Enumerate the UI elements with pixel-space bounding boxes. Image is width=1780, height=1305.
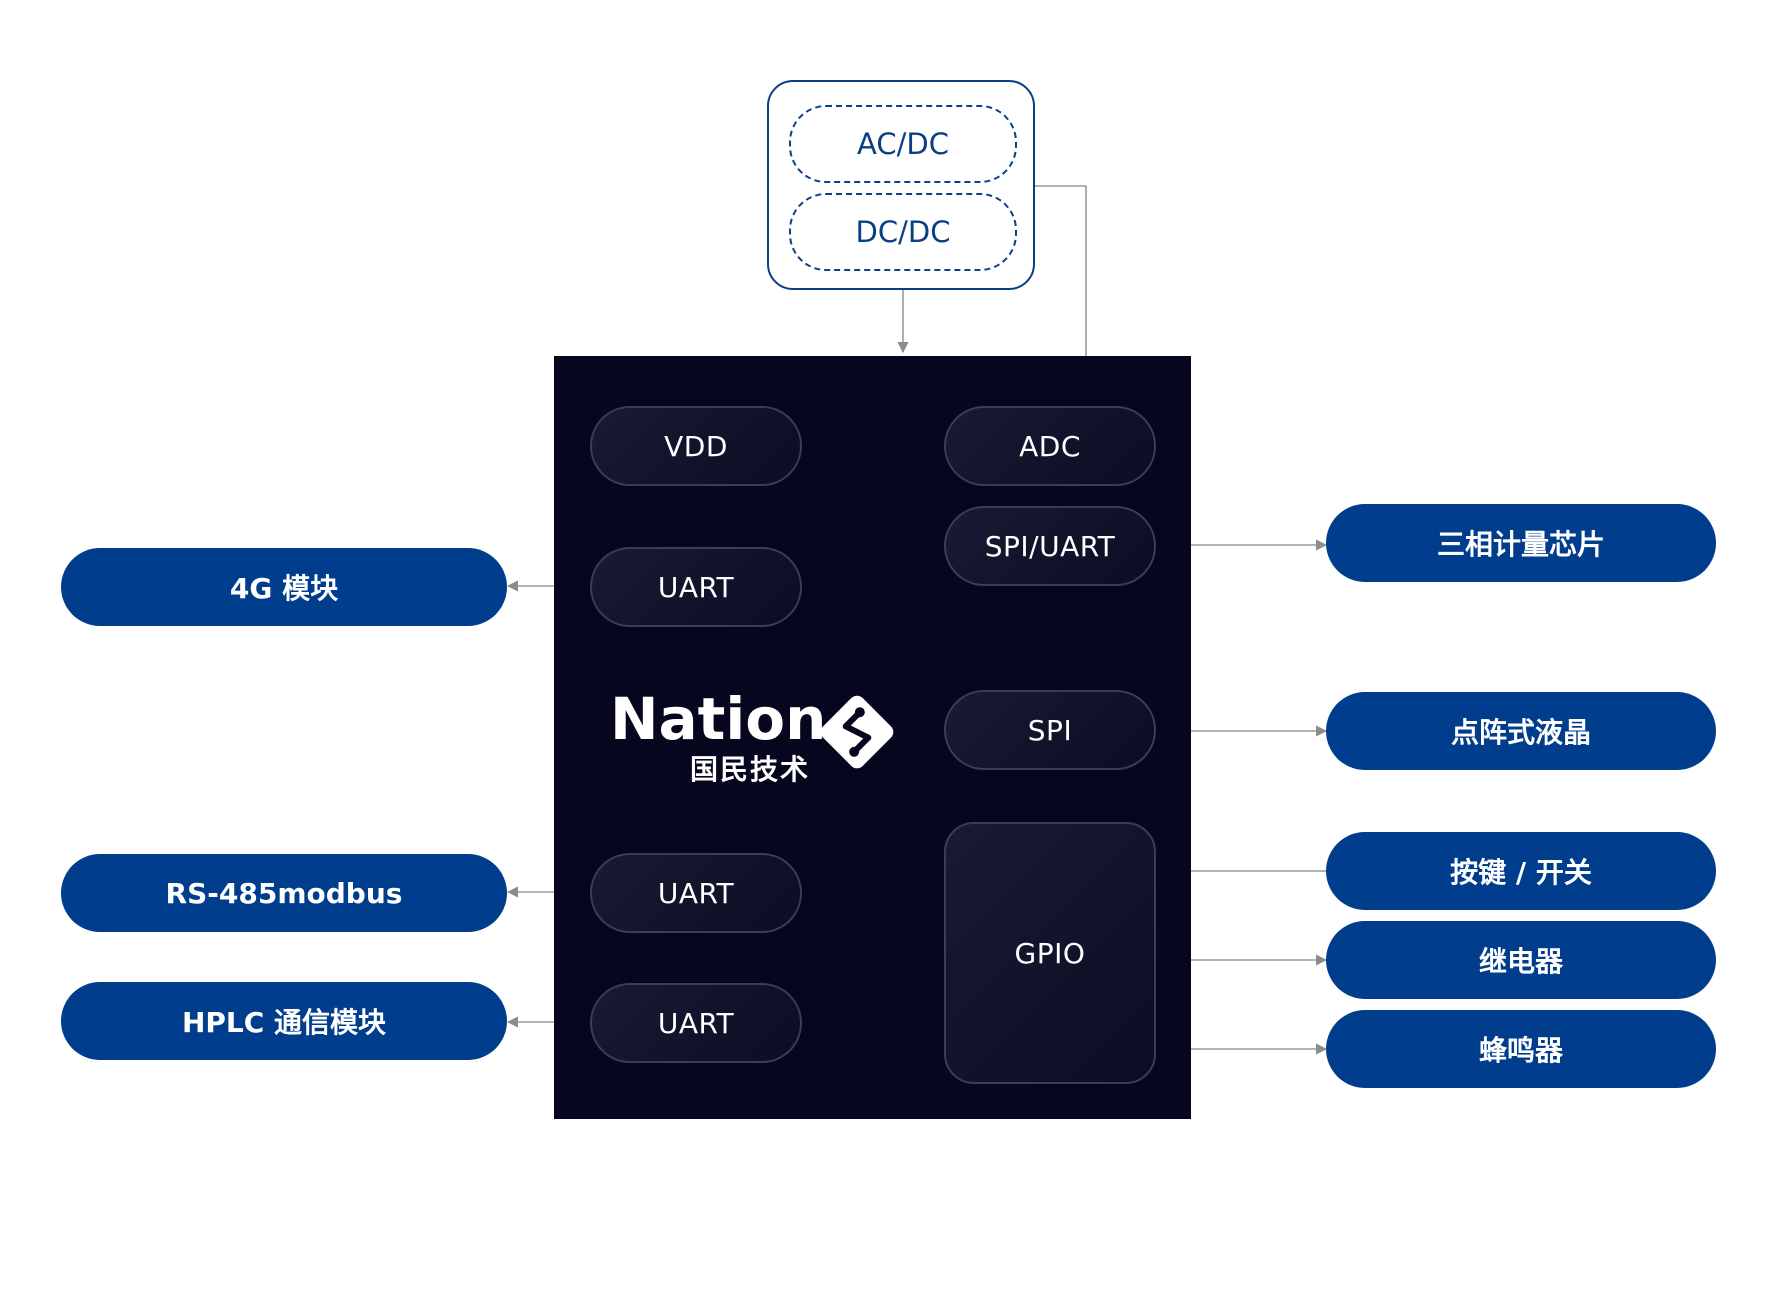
port-vdd-label: VDD <box>664 429 728 463</box>
module-rs485: RS-485modbus <box>61 854 507 932</box>
mcu-chip: VDD ADC SPI/UART UART SPI UART UART GPIO… <box>554 356 1191 1119</box>
acdc-label: AC/DC <box>857 127 949 161</box>
port-gpio-label: GPIO <box>1014 936 1086 970</box>
logo-wordmark: Nation <box>610 685 827 753</box>
port-spi: SPI <box>944 690 1156 770</box>
module-buzzer-label: 蜂鸣器 <box>1478 1034 1563 1067</box>
dcdc-label: DC/DC <box>855 215 951 249</box>
port-spi-uart: SPI/UART <box>944 506 1156 586</box>
module-rs485-label: RS-485modbus <box>165 876 403 910</box>
port-spi-uart-label: SPI/UART <box>984 529 1116 563</box>
module-4g-label: 4G 模块 <box>229 572 339 605</box>
port-adc-label: ADC <box>1019 429 1081 463</box>
module-relay-label: 继电器 <box>1478 945 1563 978</box>
power-supply-block: AC/DC DC/DC <box>767 80 1035 290</box>
wire-power-adc <box>1035 185 1092 406</box>
module-relay: 继电器 <box>1326 921 1716 999</box>
port-adc: ADC <box>944 406 1156 486</box>
port-spi-label: SPI <box>1027 713 1073 747</box>
port-uart-hplc: UART <box>590 983 802 1063</box>
port-gpio: GPIO <box>944 822 1156 1084</box>
dcdc-pill: DC/DC <box>789 193 1017 271</box>
port-uart-hplc-label: UART <box>657 1006 735 1040</box>
logo-mark-icon <box>820 695 894 769</box>
port-uart-rs485: UART <box>590 853 802 933</box>
acdc-pill: AC/DC <box>789 105 1017 183</box>
module-hplc: HPLC 通信模块 <box>61 982 507 1060</box>
module-meter-chip-label: 三相计量芯片 <box>1436 528 1605 561</box>
logo-chinese: 国民技术 <box>690 753 811 786</box>
module-hplc-label: HPLC 通信模块 <box>181 1006 387 1039</box>
module-4g: 4G 模块 <box>61 548 507 626</box>
nation-logo: Nation 国民技术 <box>610 690 930 800</box>
module-meter-chip: 三相计量芯片 <box>1326 504 1716 582</box>
port-uart-4g: UART <box>590 547 802 627</box>
module-keys-label: 按键 / 开关 <box>1450 856 1592 889</box>
module-lcd: 点阵式液晶 <box>1326 692 1716 770</box>
module-buzzer: 蜂鸣器 <box>1326 1010 1716 1088</box>
port-vdd: VDD <box>590 406 802 486</box>
port-uart-4g-label: UART <box>657 570 735 604</box>
module-keys: 按键 / 开关 <box>1326 832 1716 910</box>
module-lcd-label: 点阵式液晶 <box>1450 716 1591 749</box>
port-uart-rs485-label: UART <box>657 876 735 910</box>
